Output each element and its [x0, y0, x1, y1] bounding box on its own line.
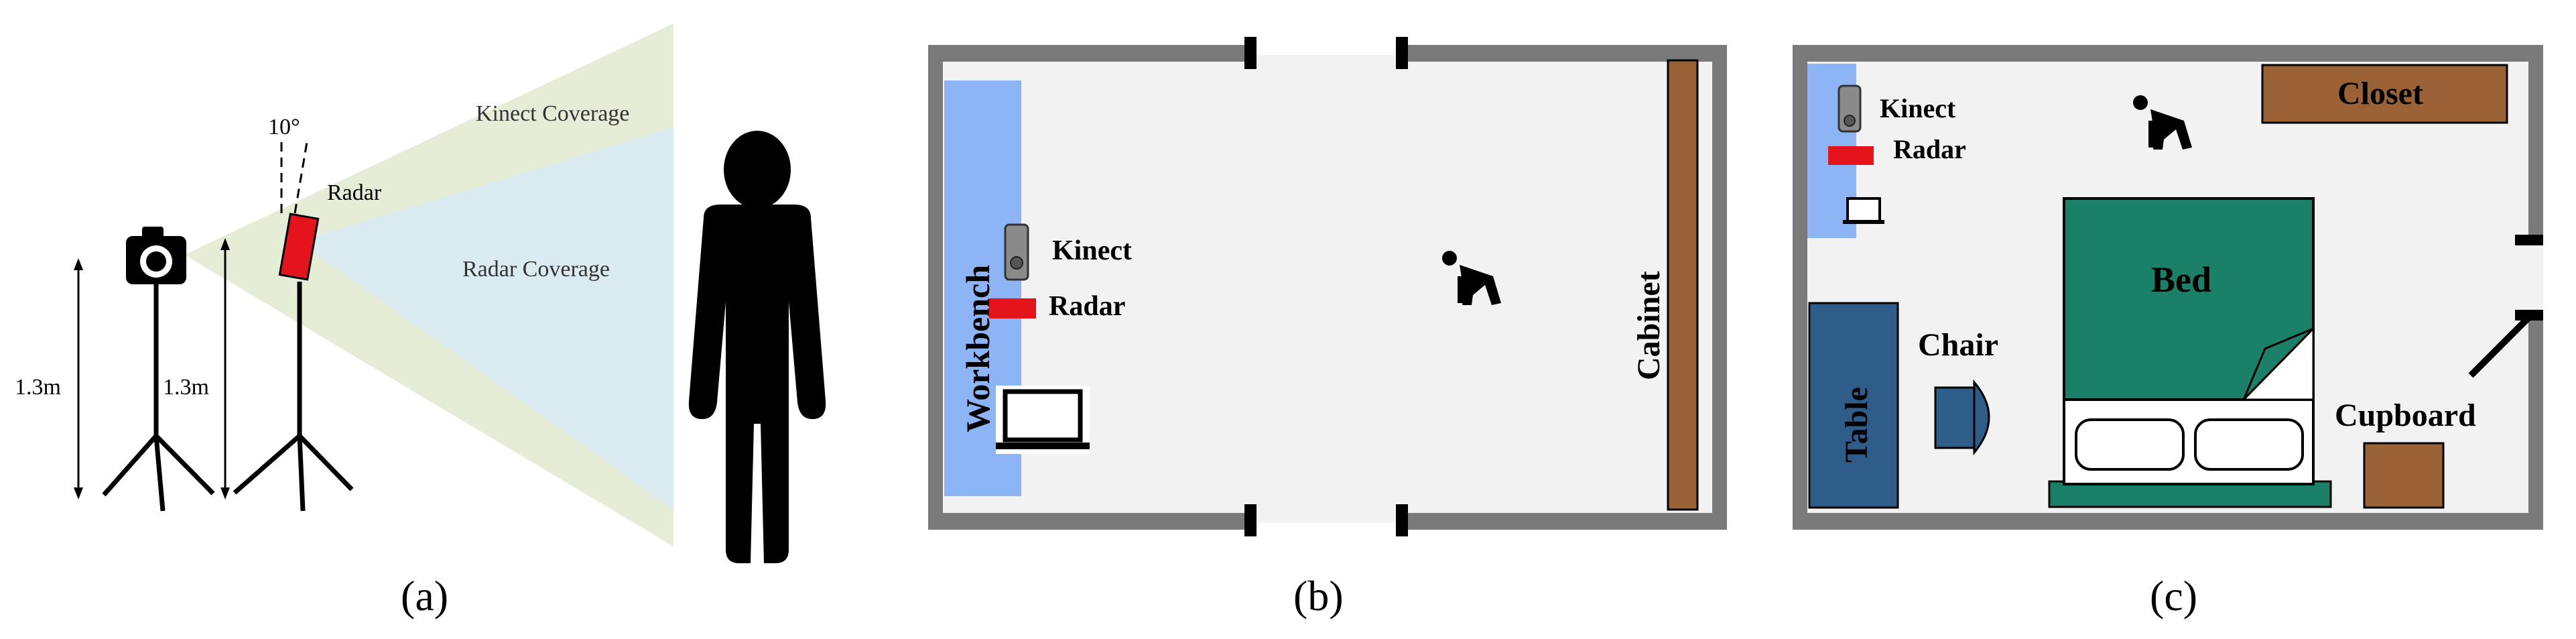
door-gap-c — [2528, 236, 2543, 314]
cupboard — [2363, 442, 2445, 509]
workbench-label: Workbench — [959, 265, 996, 432]
chair-label: Chair — [1918, 327, 1998, 363]
radar-height-arrow — [220, 238, 230, 500]
room-c-walls — [1793, 45, 2543, 530]
panel-b: Workbench Kinect Radar Cabinet (b) — [928, 37, 1727, 620]
radar-height-label: 1.3m — [163, 375, 209, 400]
radar-label-b: Radar — [1049, 291, 1125, 322]
caption-a: (a) — [401, 572, 448, 620]
cabinet-label: Cabinet — [1631, 271, 1667, 380]
bed-label: Bed — [2151, 259, 2211, 300]
camera-tripod — [102, 227, 215, 512]
panel-c: Kinect Radar Closet Table Chair — [1793, 45, 2543, 620]
person-standing-icon — [688, 131, 826, 563]
closet — [2261, 64, 2508, 124]
closet-label: Closet — [2337, 76, 2423, 111]
kinect-icon-c — [1838, 84, 1862, 133]
panel-a: Kinect Coverage Radar Coverage 1.3m — [15, 23, 826, 620]
kinect-label-b: Kinect — [1052, 235, 1132, 266]
radar-label-c: Radar — [1893, 134, 1966, 164]
crawling-person-icon-b — [1442, 251, 1501, 305]
tilt-label: 10° — [268, 115, 300, 139]
cupboard-label: Cupboard — [2335, 398, 2476, 433]
pillow-right — [2194, 418, 2304, 471]
cabinet — [1667, 59, 1699, 511]
chair — [1934, 379, 1990, 456]
radar-label: Radar — [327, 180, 382, 205]
radar-device — [278, 213, 320, 281]
radar-coverage-label: Radar Coverage — [462, 257, 610, 282]
radar-tripod — [233, 213, 354, 512]
table-label: Table — [1839, 387, 1874, 463]
room-b-walls — [928, 45, 1727, 530]
door-posts-b — [1244, 37, 1408, 536]
tilt-indicator — [280, 141, 308, 214]
crawling-person-icon-c — [2133, 95, 2192, 150]
kinect-icon-b — [1004, 223, 1029, 281]
laptop-icon-b — [996, 386, 1090, 454]
radar-device-b — [989, 298, 1036, 318]
caption-b: (b) — [1293, 572, 1344, 620]
door-c — [2468, 235, 2543, 378]
caption-c: (c) — [2150, 572, 2197, 620]
bed — [2048, 197, 2332, 508]
camera-height-arrow — [74, 258, 83, 500]
radar-device-c — [1828, 146, 1874, 165]
kinect-label-c: Kinect — [1880, 93, 1956, 123]
camera-height-label: 1.3m — [15, 375, 61, 400]
laptop-icon-c — [1843, 197, 1884, 224]
kinect-coverage-label: Kinect Coverage — [476, 101, 629, 126]
table — [1808, 302, 1899, 509]
radar-coverage-area — [298, 127, 673, 510]
pillow-left — [2075, 418, 2185, 471]
